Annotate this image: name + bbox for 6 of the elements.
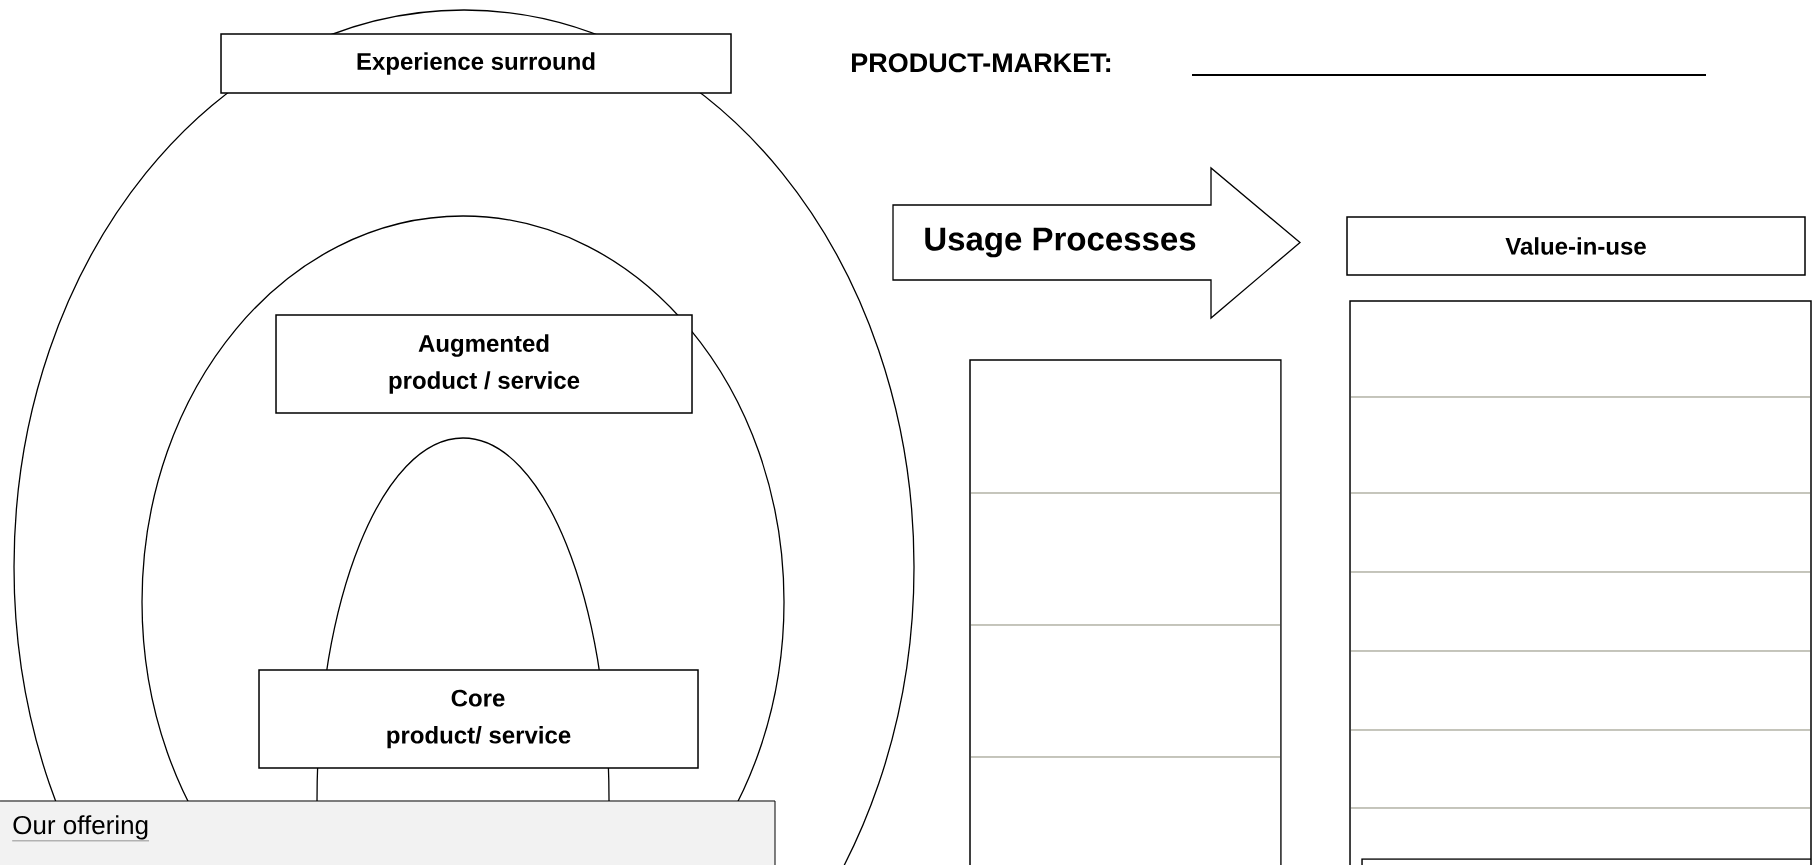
label-box: Core product/ service: [258, 669, 699, 769]
label-box: Augmented product / service: [275, 314, 693, 414]
offering-panel: Our offering: [0, 800, 776, 865]
title: PRODUCT-MARKET:: [852, 53, 1111, 73]
label-box: Experience surround: [220, 33, 732, 94]
label-box: Value-in-use: [1346, 216, 1806, 276]
